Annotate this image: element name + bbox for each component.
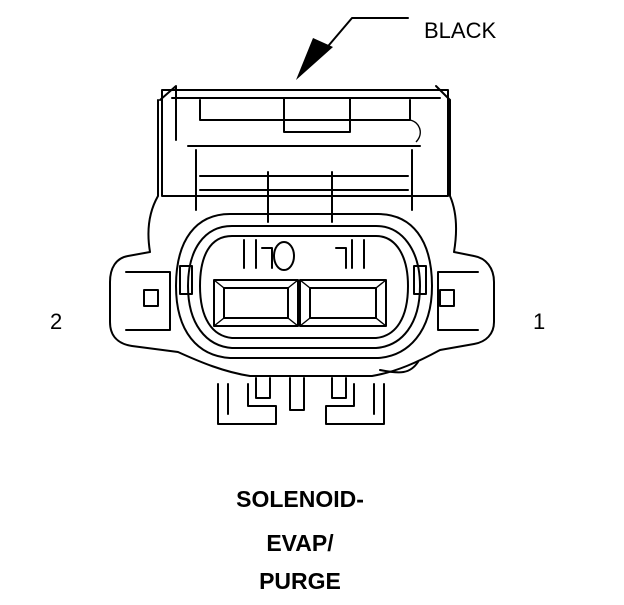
pin-1-label: 1 <box>533 309 546 334</box>
receptacle <box>175 213 433 359</box>
pin-cavity-1 <box>299 279 387 327</box>
title-line-3: PURGE <box>259 568 341 594</box>
housing-top <box>159 85 451 223</box>
connector-shell <box>109 99 495 377</box>
title-line-2: EVAP/ <box>266 530 334 556</box>
pin-cavity-2 <box>213 279 299 327</box>
leader-arrow <box>296 17 409 80</box>
title-line-1: SOLENOID- <box>236 486 364 512</box>
pin-2-label: 2 <box>50 309 63 334</box>
bottom-feet <box>217 361 419 425</box>
wire-color-label: BLACK <box>424 18 497 43</box>
